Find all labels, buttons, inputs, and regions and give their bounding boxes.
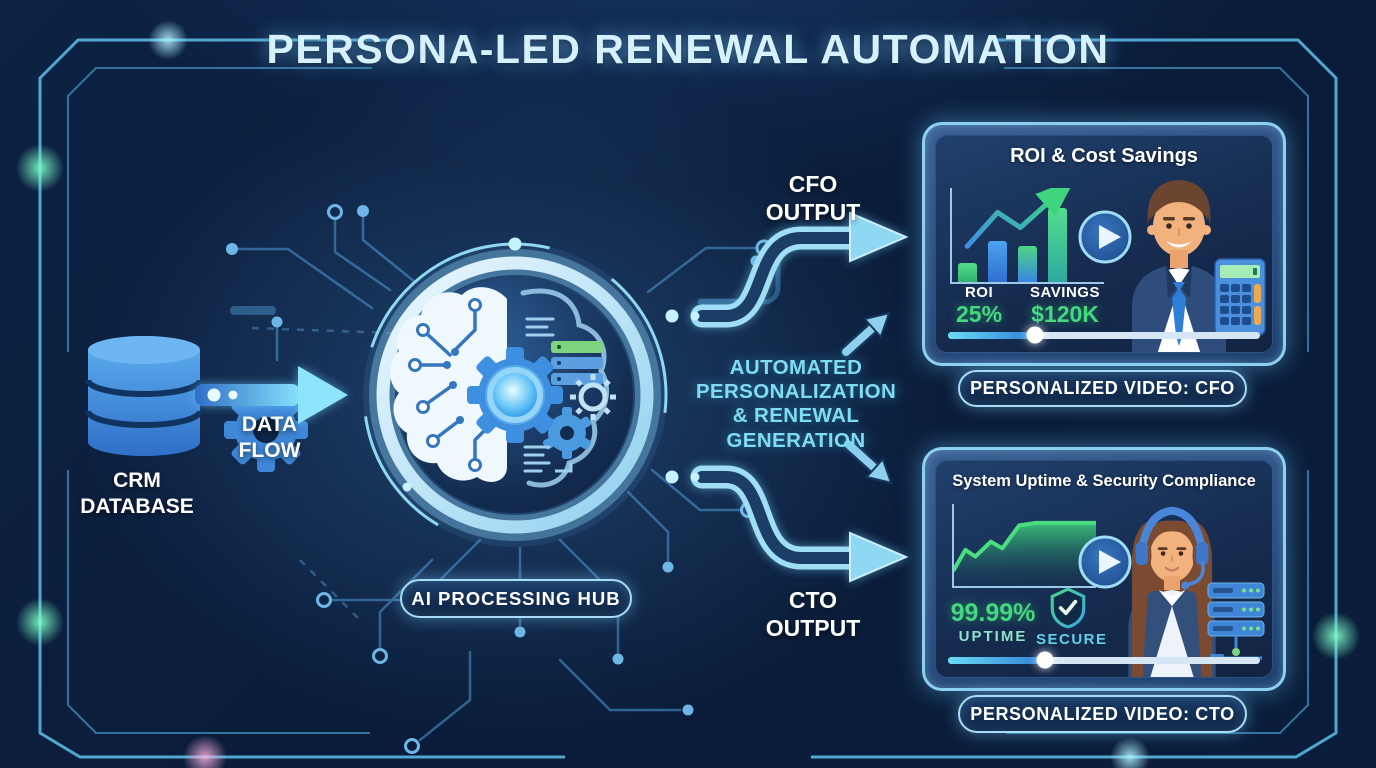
check-icon (1058, 599, 1078, 616)
cfo-output-label: CFO OUTPUT (765, 171, 861, 226)
cto-arrow (690, 465, 909, 583)
cfo-bar-chart (950, 188, 1104, 284)
progress-knob[interactable] (1026, 326, 1044, 344)
crm-database-label: CRM DATABASE (80, 469, 194, 518)
savings-stat: SAVINGS $120K (1030, 284, 1100, 327)
cfo-video-badge: PERSONALIZED VIDEO: CFO (958, 370, 1247, 407)
play-button[interactable] (1077, 209, 1133, 265)
play-button[interactable] (1077, 534, 1133, 590)
database-icon (85, 336, 203, 456)
small-up-arrow (839, 311, 891, 359)
progress-fill (948, 656, 1045, 664)
cto-output-label: CTO OUTPUT (765, 587, 861, 642)
mic-icon (1186, 561, 1205, 587)
progress-track[interactable] (948, 656, 1260, 664)
cfo-video-card: ROI & Cost Savings (922, 122, 1286, 366)
roi-stat: ROI 25% (956, 284, 1003, 327)
cfo-card-title: ROI & Cost Savings (1010, 145, 1198, 167)
list-icon (525, 317, 555, 337)
suit-left (1132, 266, 1179, 352)
gear-filled-icon (541, 407, 593, 459)
calculator-icon (1214, 258, 1266, 336)
process-note: AUTOMATED PERSONALIZATION & RENEWAL GENE… (695, 356, 897, 452)
list-icon-bottom (523, 445, 551, 473)
cto-avatar (1128, 506, 1216, 677)
cto-video-card: System Uptime & Security Compliance 99.9… (922, 447, 1286, 691)
hair (1147, 180, 1211, 226)
gear-outline-icon (570, 374, 616, 420)
server-stack-icon (551, 341, 603, 385)
page-title: PERSONA-LED RENEWAL AUTOMATION (266, 26, 1110, 72)
hub-top-dot (508, 237, 522, 251)
cto-card-title: System Uptime & Security Compliance (952, 472, 1256, 490)
play-icon (1099, 225, 1121, 249)
cfo-arrow (690, 211, 909, 328)
right-brain-outline (520, 288, 610, 488)
hub-core-gear (467, 347, 563, 443)
cfo-video-screen: ROI & Cost Savings (935, 135, 1273, 353)
hub-right-icons (520, 288, 616, 488)
play-icon (1099, 550, 1121, 574)
shield-check-icon (1050, 587, 1086, 629)
cfo-stats: ROI 25% SAVINGS $120K (956, 284, 1100, 328)
progress-track[interactable] (948, 331, 1260, 339)
hub-ring (376, 256, 654, 534)
cto-video-badge: PERSONALIZED VIDEO: CTO (958, 695, 1247, 733)
brain-circuit-icon (390, 287, 507, 482)
glowing-core (493, 373, 537, 417)
progress-knob[interactable] (1036, 651, 1054, 669)
tie (1172, 288, 1186, 346)
cfo-progress-bar[interactable] (948, 326, 1260, 344)
cto-area-chart (952, 504, 1096, 588)
hub-outer-arcs (362, 242, 668, 548)
trend-line-icon (964, 188, 1076, 249)
data-flow-label: DATA FLOW (238, 413, 301, 462)
ai-processing-hub-label: AI PROCESSING HUB (400, 579, 632, 618)
bar-series (958, 208, 1067, 282)
uptime-stat: 99.99% UPTIME (950, 599, 1036, 645)
cto-progress-bar[interactable] (948, 651, 1260, 669)
secure-badge: SECURE (1036, 587, 1106, 648)
cto-video-screen: System Uptime & Security Compliance 99.9… (935, 460, 1273, 678)
progress-fill (948, 331, 1036, 339)
smile (1166, 241, 1192, 248)
headset-icon (1138, 506, 1206, 550)
data-flow-arrow (195, 366, 348, 424)
uptime-area-icon (954, 520, 1096, 586)
ai-hub-icon (362, 237, 668, 548)
